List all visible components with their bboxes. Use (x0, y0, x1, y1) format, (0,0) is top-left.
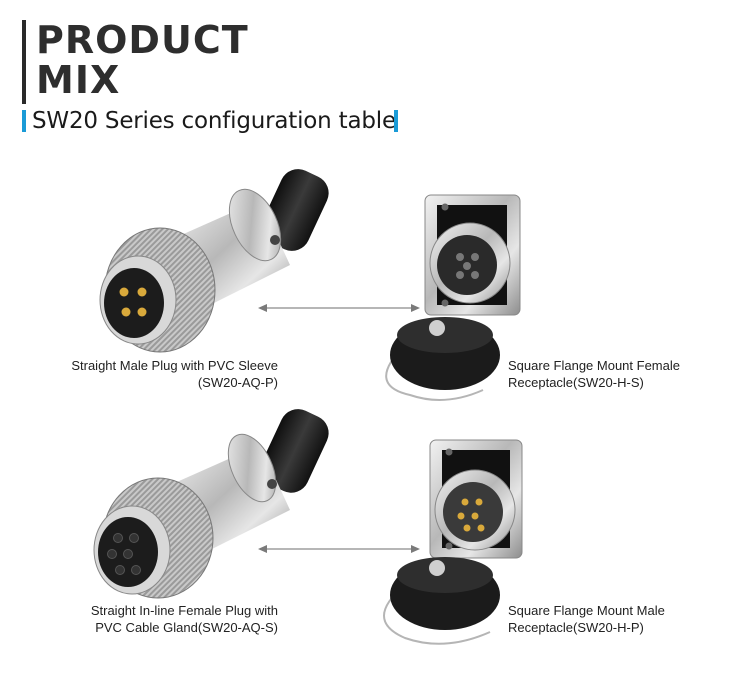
double-arrow-icon (258, 545, 420, 553)
caption-line: PVC Cable Gland(SW20-AQ-S) (95, 620, 278, 635)
caption-male-receptacle: Square Flange Mount Male Receptacle(SW20… (508, 602, 738, 636)
caption-line: (SW20-AQ-P) (197, 375, 278, 390)
female-receptacle-image (385, 194, 521, 401)
caption-male-plug: Straight Male Plug with PVC Sleeve (SW20… (20, 357, 278, 391)
title-line-2: MIX (36, 58, 121, 102)
caption-line: Square Flange Mount Female (508, 358, 680, 373)
caption-female-receptacle: Square Flange Mount Female Receptacle(SW… (508, 357, 738, 391)
subtitle-right-bar (394, 110, 398, 132)
subtitle-left-bar (22, 110, 26, 132)
male-plug-image (99, 169, 329, 353)
caption-line: Receptacle(SW20-H-P) (508, 620, 644, 635)
caption-line: Square Flange Mount Male (508, 603, 665, 618)
caption-line: Straight In-line Female Plug with (90, 603, 278, 618)
double-arrow-icon (258, 304, 420, 312)
male-receptacle-image (383, 439, 523, 645)
caption-line: Straight Male Plug with PVC Sleeve (71, 358, 278, 373)
title-accent-bar (22, 20, 26, 104)
caption-line: Receptacle(SW20-H-S) (508, 375, 644, 390)
female-plug-image (93, 409, 329, 599)
caption-female-plug: Straight In-line Female Plug with PVC Ca… (20, 602, 278, 636)
title-line-1: PRODUCT (36, 18, 249, 62)
page-title: PRODUCT MIX (36, 20, 249, 100)
subtitle: SW20 Series configuration table (32, 108, 396, 134)
